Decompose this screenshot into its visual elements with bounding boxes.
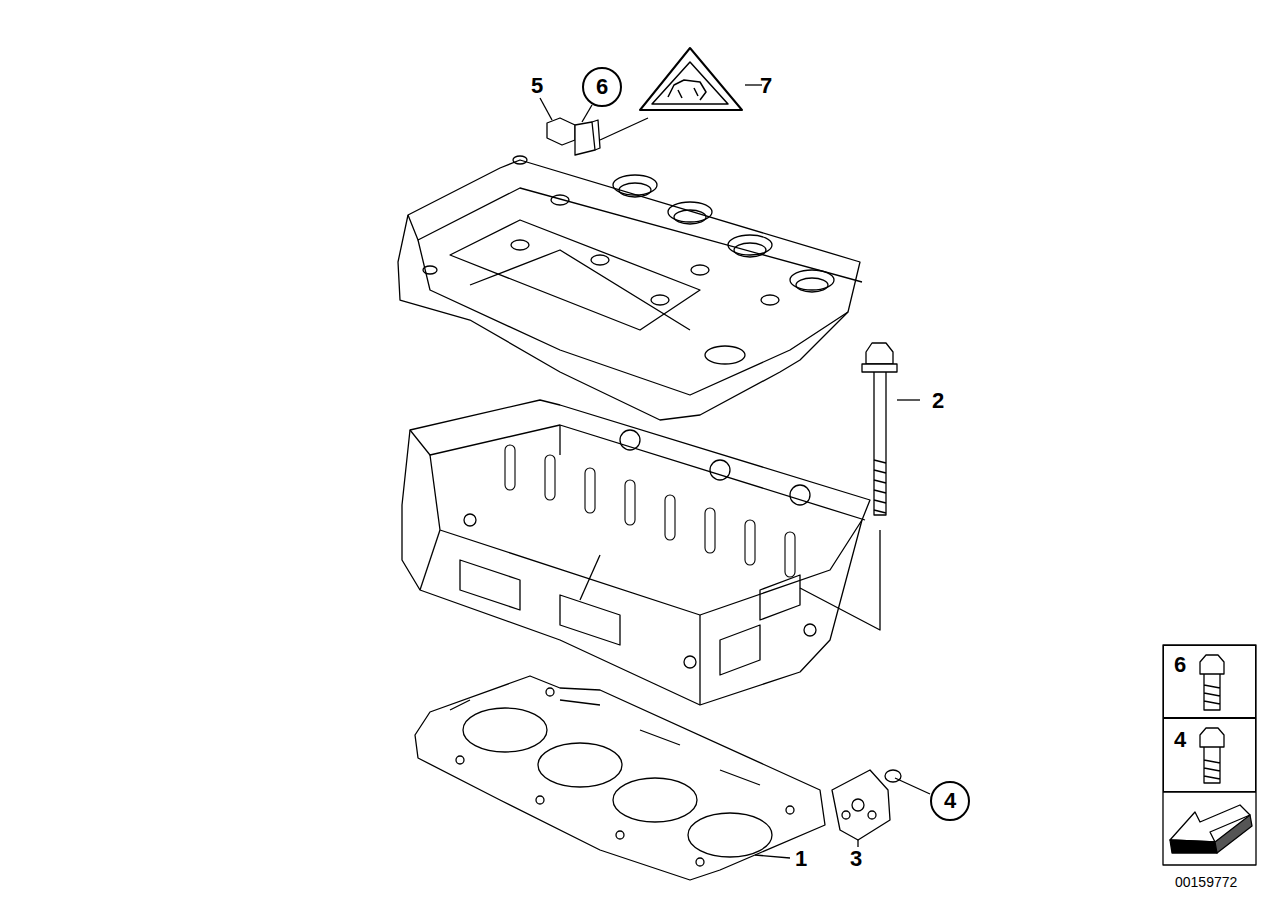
callout-number: 4 <box>944 790 956 812</box>
callout-circle: 4 <box>930 781 970 821</box>
callout-number: 6 <box>596 76 608 98</box>
table-cell: 4 <box>1163 718 1256 792</box>
callout-number: 5 <box>531 75 543 97</box>
callout-number: 4 <box>1174 729 1186 751</box>
callout-number: 7 <box>760 75 772 97</box>
callout-number: 1 <box>795 848 807 870</box>
drawing-number: 00159772 <box>1175 875 1237 889</box>
table-cell: 6 <box>1163 645 1256 718</box>
callout-number: 3 <box>850 848 862 870</box>
callout-circle: 6 <box>582 67 622 107</box>
callout-number: 6 <box>1174 654 1186 676</box>
callout-number: 2 <box>932 390 944 412</box>
